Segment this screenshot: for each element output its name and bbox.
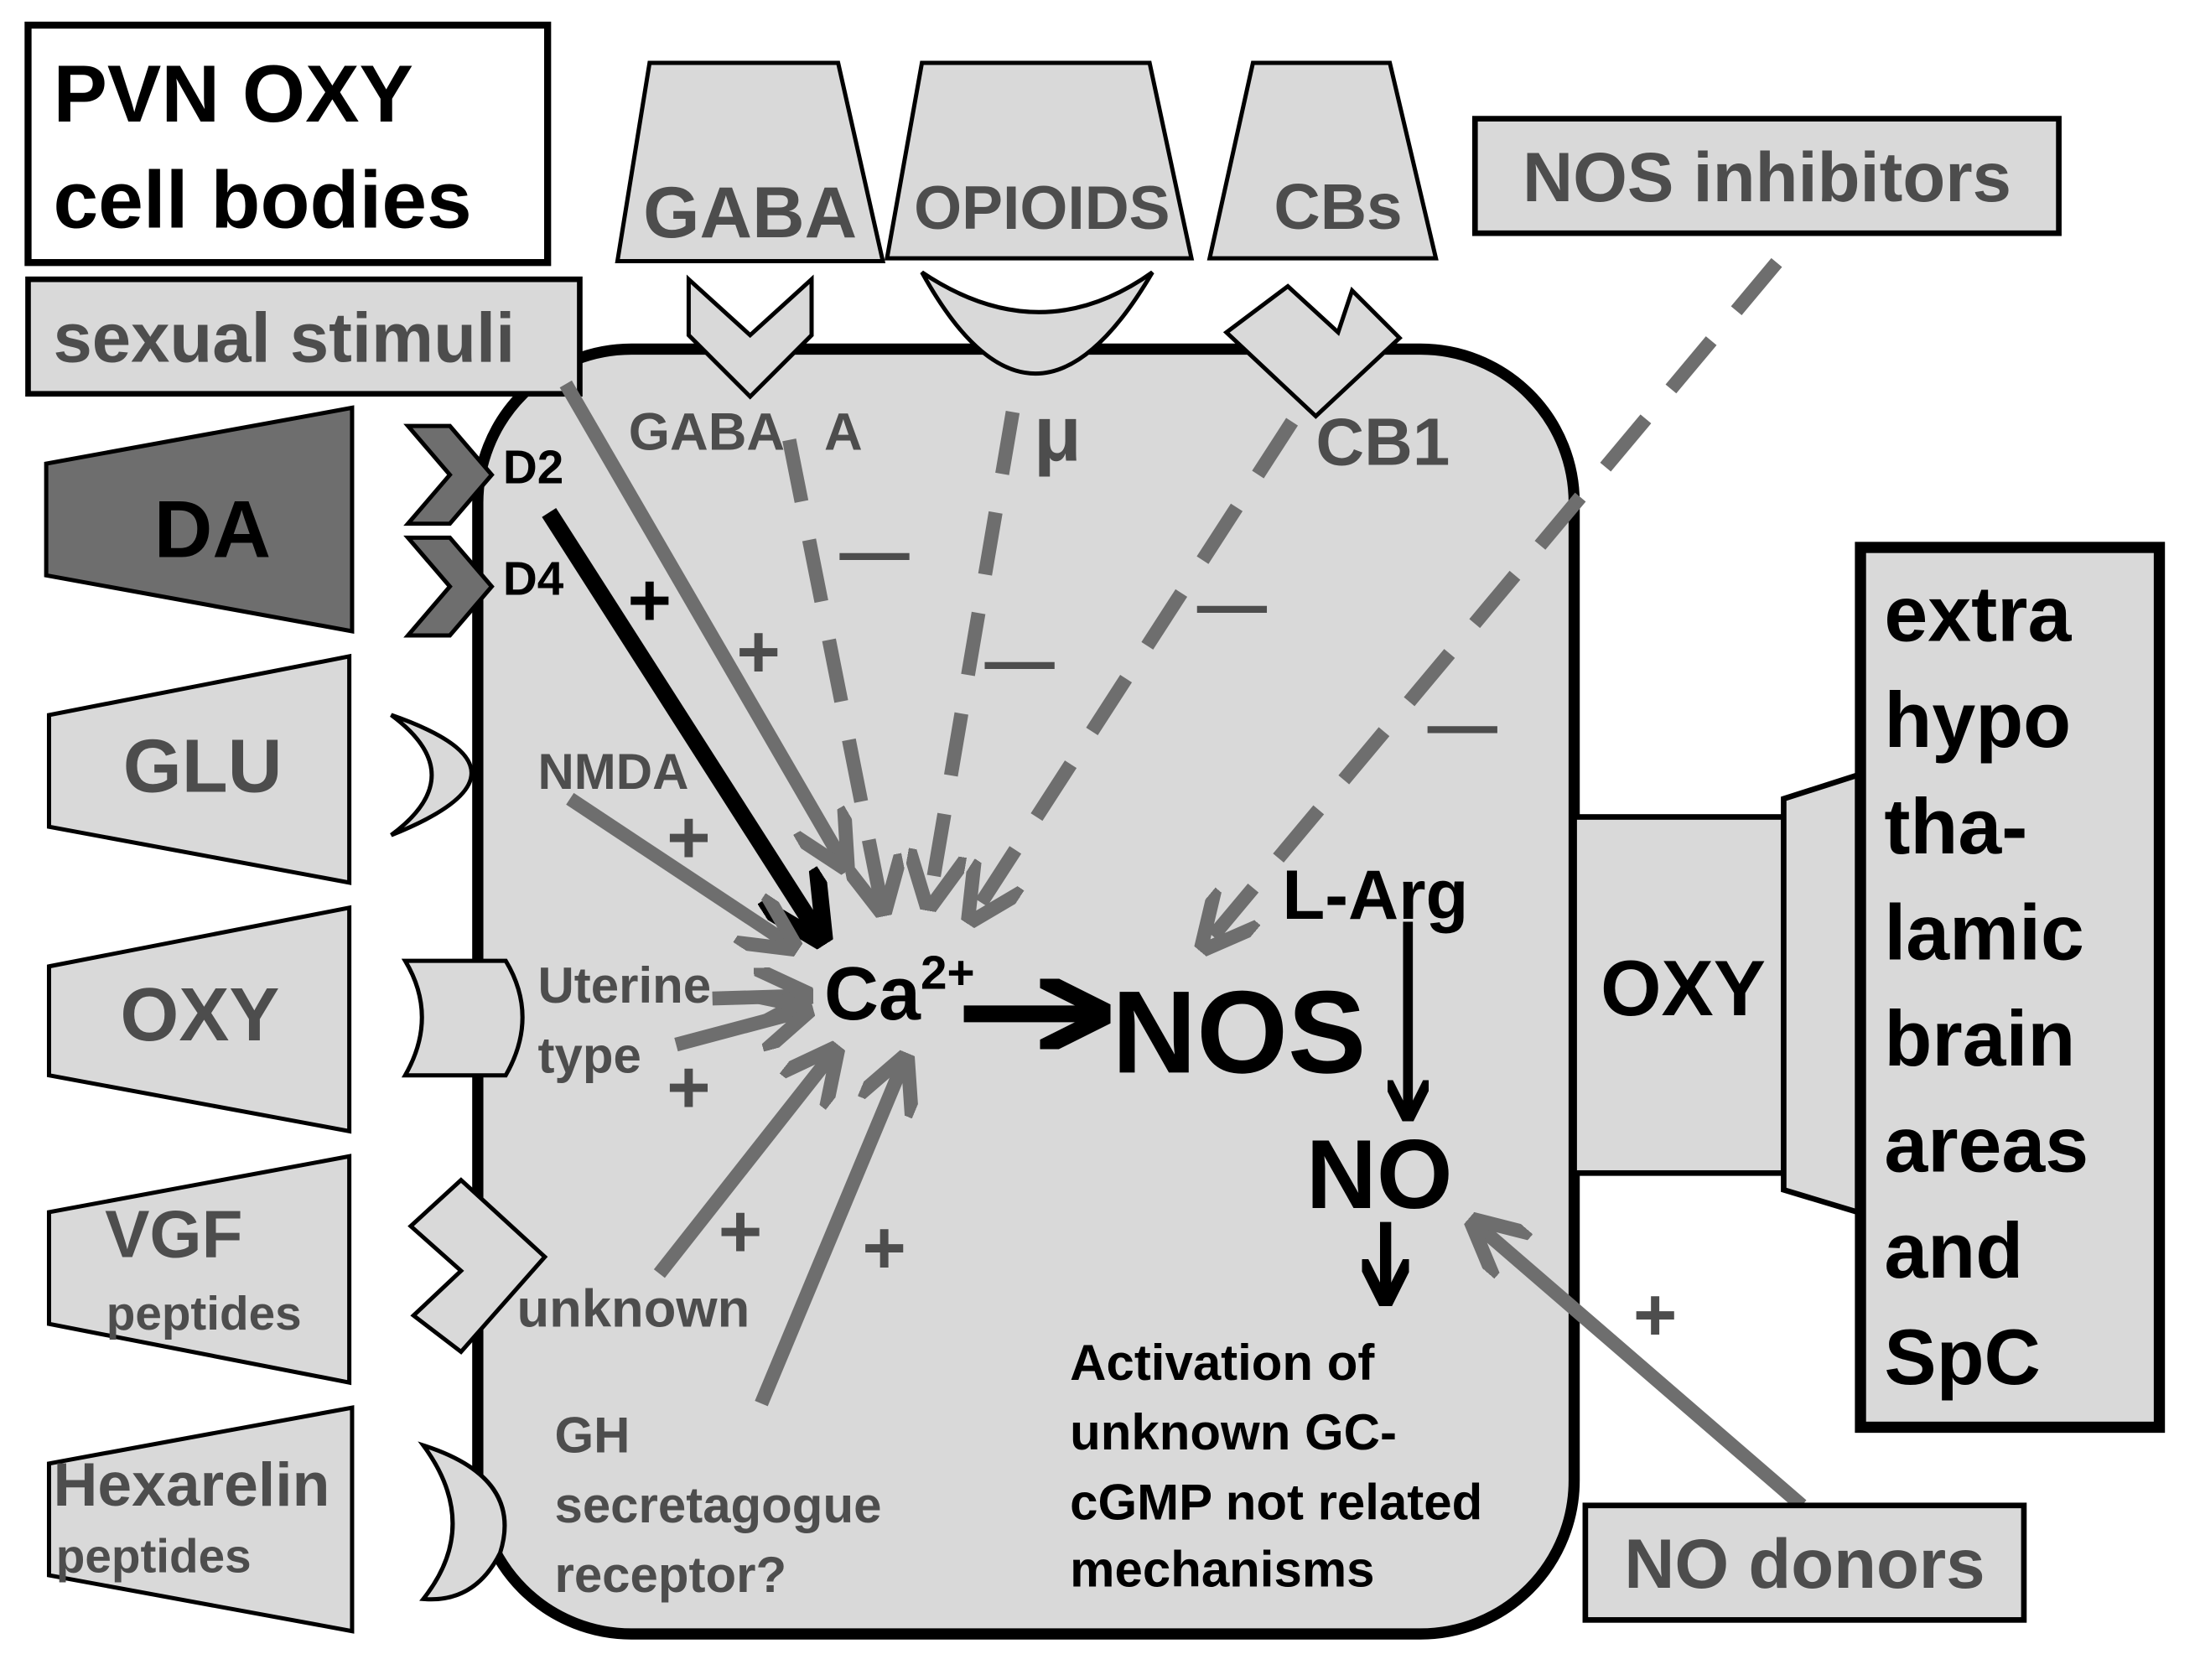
extra-line-4: lamic (1884, 889, 2083, 976)
minus-sign-gaba: — (839, 512, 910, 590)
title-box: PVN OXY cell bodies (24, 21, 552, 267)
d2-label: D2 (503, 441, 563, 494)
gh-secretagogue-receptor (418, 1441, 507, 1602)
gaba-inhibition-arrow (782, 438, 883, 910)
plus-sign-gh: + (862, 1206, 906, 1290)
nmda-receptor (390, 713, 474, 837)
oxy-left-label: OXY (120, 973, 279, 1057)
plus-sign-nmda: + (667, 796, 711, 879)
gaba-input: GABA (615, 60, 886, 264)
dopamine-arrow (542, 507, 822, 938)
mu-label: μ (1034, 391, 1082, 478)
title-line-2: cell bodies (53, 156, 471, 246)
cb1-label: CB1 (1315, 405, 1450, 480)
gaba-a-label-1: GABA (629, 402, 785, 461)
cbs-input: CBs (1206, 60, 1439, 261)
opioids-label: OPIOIDS (914, 174, 1170, 242)
mu-receptor (920, 270, 1154, 376)
plus-sign-uterine: + (667, 1046, 711, 1130)
extra-hypothalamic-box: extra hypo tha- lamic brain areas and Sp… (1855, 542, 2166, 1434)
plus-sign-unknown: + (719, 1190, 763, 1273)
glu-input: GLU (46, 653, 352, 885)
oxy-right-label: OXY (1601, 945, 1766, 1032)
gh-label-1: GH (554, 1407, 630, 1463)
opioids-input: OPIOIDS (884, 60, 1195, 261)
gaba-a-receptor (686, 274, 814, 400)
da-label: DA (154, 485, 272, 575)
l-arginine-label: L-Arg (1282, 856, 1468, 934)
nmda-label: NMDA (538, 744, 689, 800)
oxy-input-left: OXY (46, 905, 352, 1134)
d2-receptor (403, 423, 495, 526)
nos-inhibitors-arrow (1204, 257, 1782, 946)
unknown-receptor (407, 1177, 548, 1355)
gh-label-3: receptor? (554, 1547, 786, 1603)
extra-line-3: tha- (1884, 783, 2027, 870)
minus-sign-cb1: — (1197, 566, 1268, 644)
gaba-label: GABA (643, 173, 857, 253)
d4-label: D4 (503, 553, 564, 606)
no-donors-arrow (1474, 1222, 1807, 1511)
activation-text-4: mechanisms (1070, 1541, 1374, 1597)
no-donors-box: NO donors (1582, 1502, 2027, 1623)
activation-text-3: cGMP not related (1070, 1474, 1482, 1530)
extra-line-2: hypo (1884, 677, 2071, 764)
sexual-stimuli-label: sexual stimuli (53, 298, 515, 376)
cb1-receptor (1222, 283, 1403, 419)
title-line-1: PVN OXY (53, 49, 413, 139)
sexual-stimuli-arrow (559, 380, 845, 866)
extra-line-1: extra (1884, 571, 2072, 658)
activation-text-1: Activation of (1070, 1335, 1375, 1391)
hexarelin-peptides-input: Hexarelin peptides (46, 1405, 355, 1634)
uterine-label-1: Uterine (538, 957, 712, 1014)
nmda-arrow (566, 792, 794, 947)
vgf-label-1: VGF (105, 1196, 242, 1271)
extra-line-6: areas (1884, 1102, 2088, 1189)
gh-label-2: secretagogue (554, 1477, 881, 1533)
hexarelin-label-1: Hexarelin (53, 1450, 329, 1519)
plus-sign-dopamine: + (628, 558, 672, 642)
extra-line-8: SpC (1884, 1314, 2041, 1401)
sexual-stimuli-box: sexual stimuli (25, 276, 583, 397)
no-donors-label: NO donors (1624, 1525, 1985, 1603)
extra-line-7: and (1884, 1207, 2023, 1294)
plus-sign-no-donors: + (1633, 1273, 1678, 1357)
nos-inhibitors-box: NOS inhibitors (1471, 116, 2062, 236)
vgf-label-2: peptides (106, 1288, 302, 1340)
nos-label: NOS (1112, 966, 1366, 1097)
minus-sign-nos-inhibitors: — (1428, 686, 1498, 764)
no-label: NO (1306, 1119, 1453, 1229)
uterine-label-2: type (538, 1027, 641, 1083)
minus-sign-opioids: — (985, 621, 1056, 699)
vgf-peptides-input: VGF peptides (46, 1154, 352, 1386)
opioid-inhibition-arrow (929, 411, 1020, 905)
extra-line-5: brain (1884, 995, 2075, 1082)
activation-text-2: unknown GC- (1070, 1404, 1397, 1460)
unknown-receptor-arrow (653, 1050, 835, 1278)
d4-receptor (403, 535, 495, 638)
da-input: DA (44, 405, 355, 634)
gaba-a-label-2: A (824, 402, 863, 461)
glu-label: GLU (123, 725, 283, 809)
calcium-label: Ca2+ (824, 946, 975, 1036)
oxy-axon-terminal: OXY (1571, 770, 1861, 1216)
unknown-label: unknown (517, 1280, 750, 1339)
cbs-label: CBs (1274, 172, 1402, 243)
uterine-type-receptor (401, 958, 525, 1078)
hexarelin-label-2: peptides (56, 1531, 252, 1584)
plus-sign-sexual-stimuli: + (736, 610, 781, 694)
gh-secretagogue-arrow (755, 1059, 905, 1407)
uterine-arrow-2 (674, 1009, 807, 1045)
uterine-arrow-1 (712, 996, 807, 998)
nos-inhibitors-label: NOS inhibitors (1523, 138, 2011, 216)
